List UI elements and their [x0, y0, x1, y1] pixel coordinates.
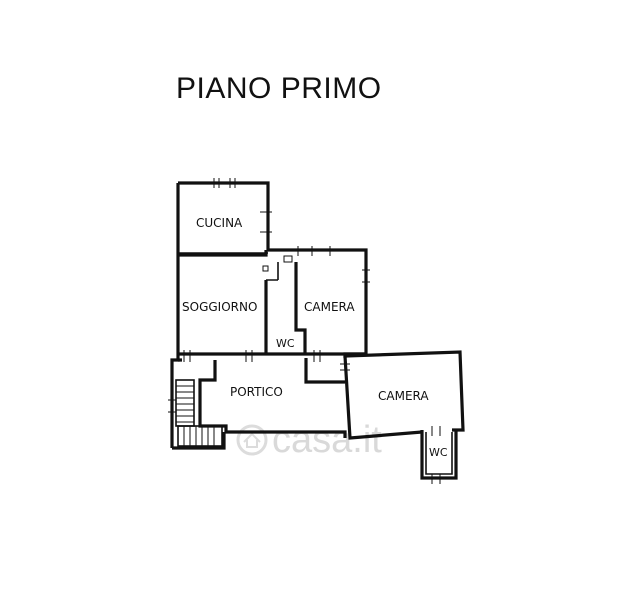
wall-portico [178, 352, 366, 438]
watermark-text: casa.it [272, 419, 382, 461]
room-label-wc-1: WC [276, 337, 295, 350]
room-label-camera-2: CAMERA [378, 389, 429, 403]
plan-title: PIANO PRIMO [176, 72, 382, 105]
room-label-camera-1: CAMERA [304, 300, 355, 314]
wall-wc-2 [420, 430, 458, 480]
watermark-logo: casa.it [236, 419, 382, 461]
room-label-wc-2: WC [429, 446, 448, 459]
room-label-portico: PORTICO [230, 385, 283, 399]
staircase [172, 379, 226, 450]
wall-wc-1 [264, 262, 307, 354]
room-label-cucina: CUCINA [196, 216, 243, 230]
room-label-soggiorno: SOGGIORNO [182, 300, 257, 314]
window-marks [168, 178, 441, 484]
